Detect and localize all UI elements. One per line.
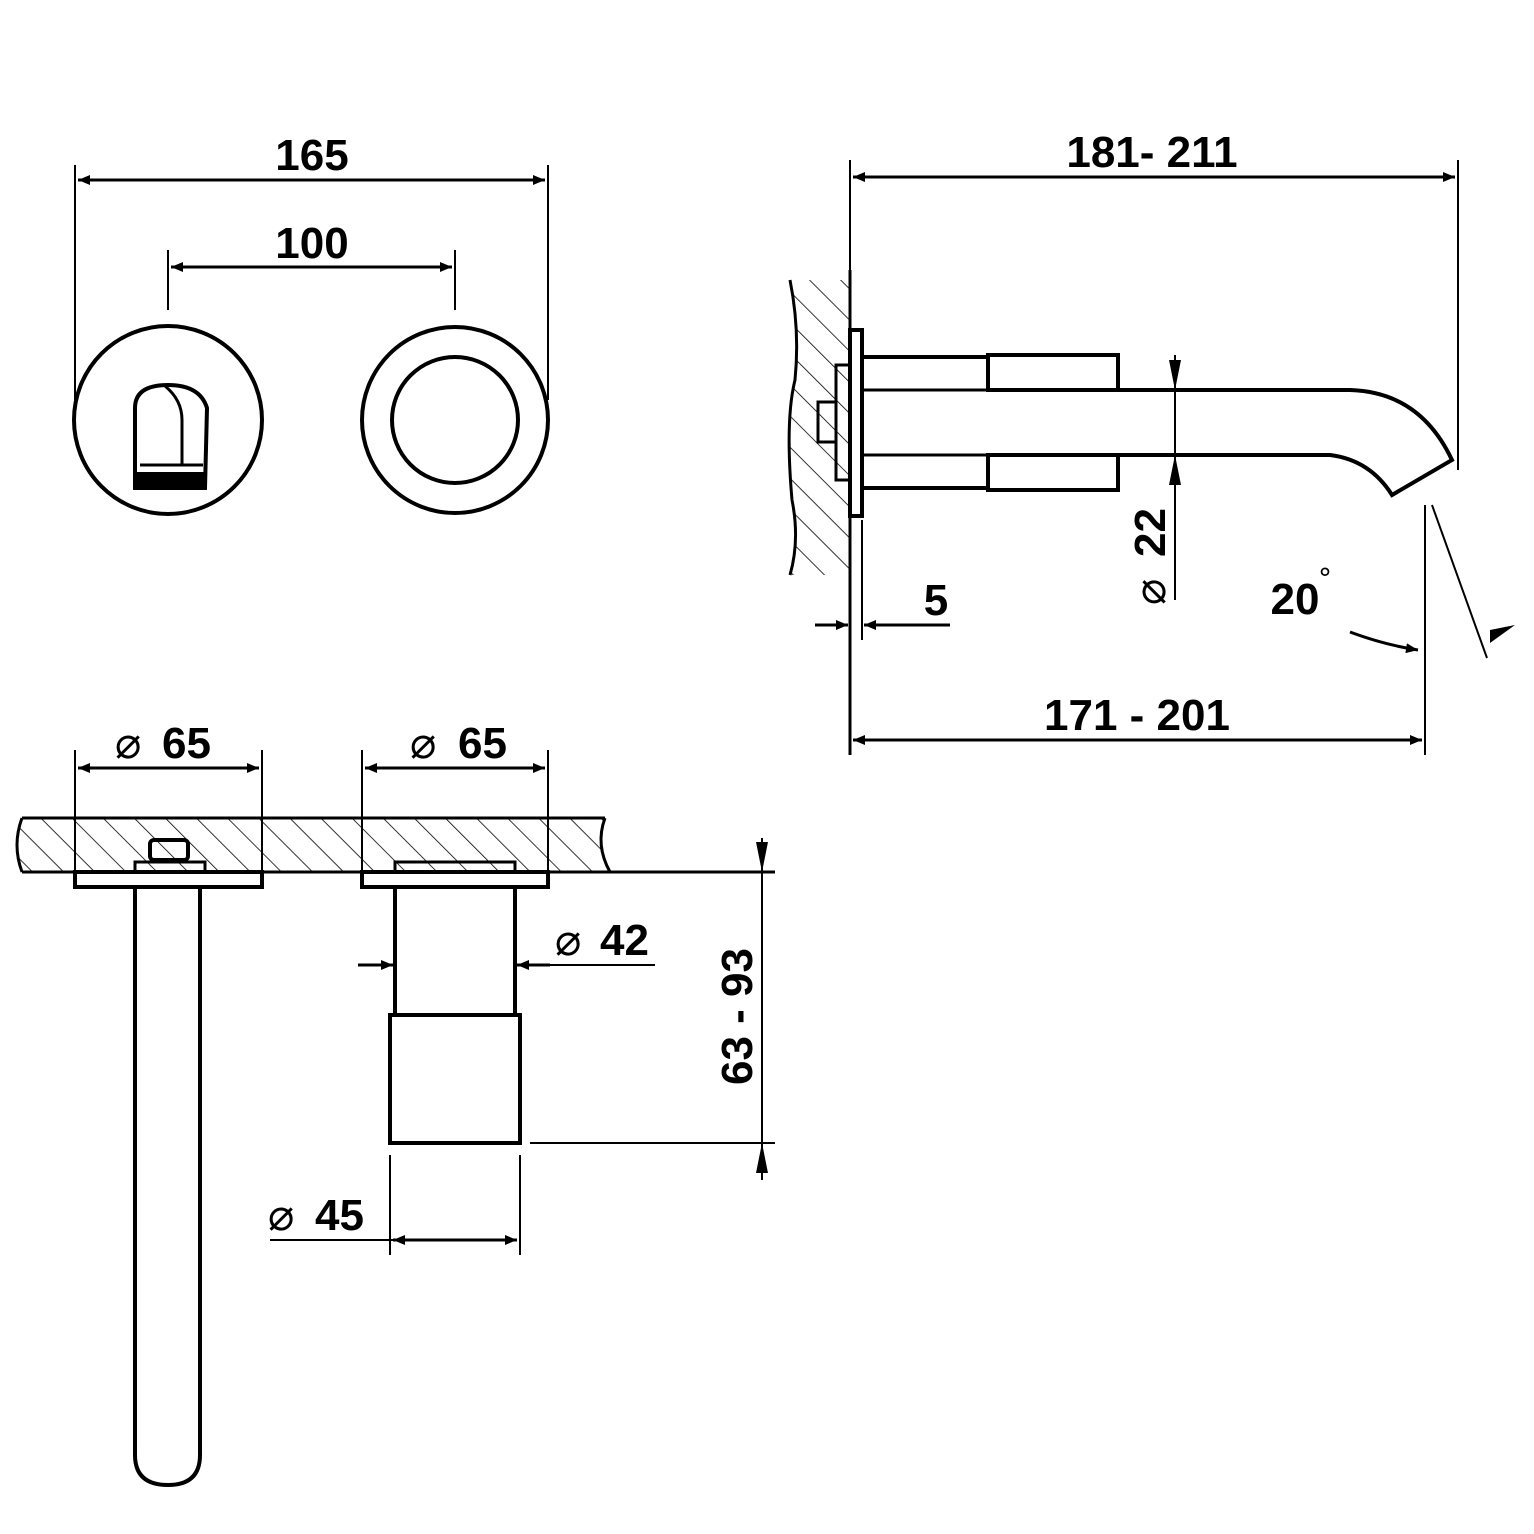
dimension-sleeve-diameter: ⌀ 45 — [268, 1155, 521, 1255]
spout-top — [73, 838, 264, 1488]
spout-diameter-label: 22 — [1126, 508, 1175, 557]
dimension-total-projection: 181- 211 — [853, 128, 1455, 182]
dimension-right-rosette: ⌀ 65 — [361, 718, 549, 872]
diameter-symbol: ⌀ — [555, 915, 582, 966]
wall-plate — [816, 328, 864, 518]
left-rosette-diameter-label: 65 — [162, 719, 211, 768]
diameter-symbol: ⌀ — [115, 718, 142, 769]
right-rosette-diameter-label: 65 — [458, 719, 507, 768]
diameter-symbol: ⌀ — [410, 718, 437, 769]
body-diameter-label: 42 — [600, 916, 649, 965]
spout-rosette — [72, 324, 264, 516]
spout-body — [862, 353, 1120, 492]
handle-top — [360, 860, 550, 1145]
dimension-spout-diameter: ⌀ 22 — [1125, 355, 1181, 605]
dimension-center-spacing: 100 — [171, 219, 452, 272]
top-view: ⌀ 65 ⌀ 65 ⌀ — [15, 718, 775, 1488]
center-spacing-label: 100 — [275, 219, 348, 268]
spout-angle-label: 20 — [1271, 575, 1320, 624]
total-projection-label: 181- 211 — [1066, 128, 1237, 177]
dimension-plate-thickness: 5 — [815, 520, 950, 640]
depth-label: 63 - 93 — [713, 948, 762, 1085]
handle-rosette — [360, 325, 550, 515]
dimension-spout-angle: 20 ° — [1271, 504, 1515, 755]
plate-thickness-label: 5 — [924, 576, 948, 625]
degree-mark: ° — [1318, 562, 1332, 595]
overall-width-label: 165 — [275, 131, 348, 180]
spout-projection-label: 171 - 201 — [1044, 691, 1230, 740]
sleeve-diameter-label: 45 — [315, 1191, 364, 1240]
dimension-depth: 63 - 93 — [530, 838, 775, 1180]
diameter-symbol: ⌀ — [1125, 579, 1176, 606]
diameter-symbol: ⌀ — [268, 1190, 295, 1241]
dimension-left-rosette: ⌀ 65 — [74, 718, 263, 872]
dimension-body-diameter: ⌀ 42 — [358, 915, 655, 970]
wall-section — [787, 270, 852, 755]
front-view: 165 100 — [72, 131, 550, 516]
spout-pipe — [1118, 388, 1455, 498]
side-view: 181- 211 ⌀ 22 — [787, 128, 1515, 755]
dimension-overall-width: 165 — [78, 131, 545, 185]
dimension-spout-projection: 171 - 201 — [853, 691, 1422, 745]
